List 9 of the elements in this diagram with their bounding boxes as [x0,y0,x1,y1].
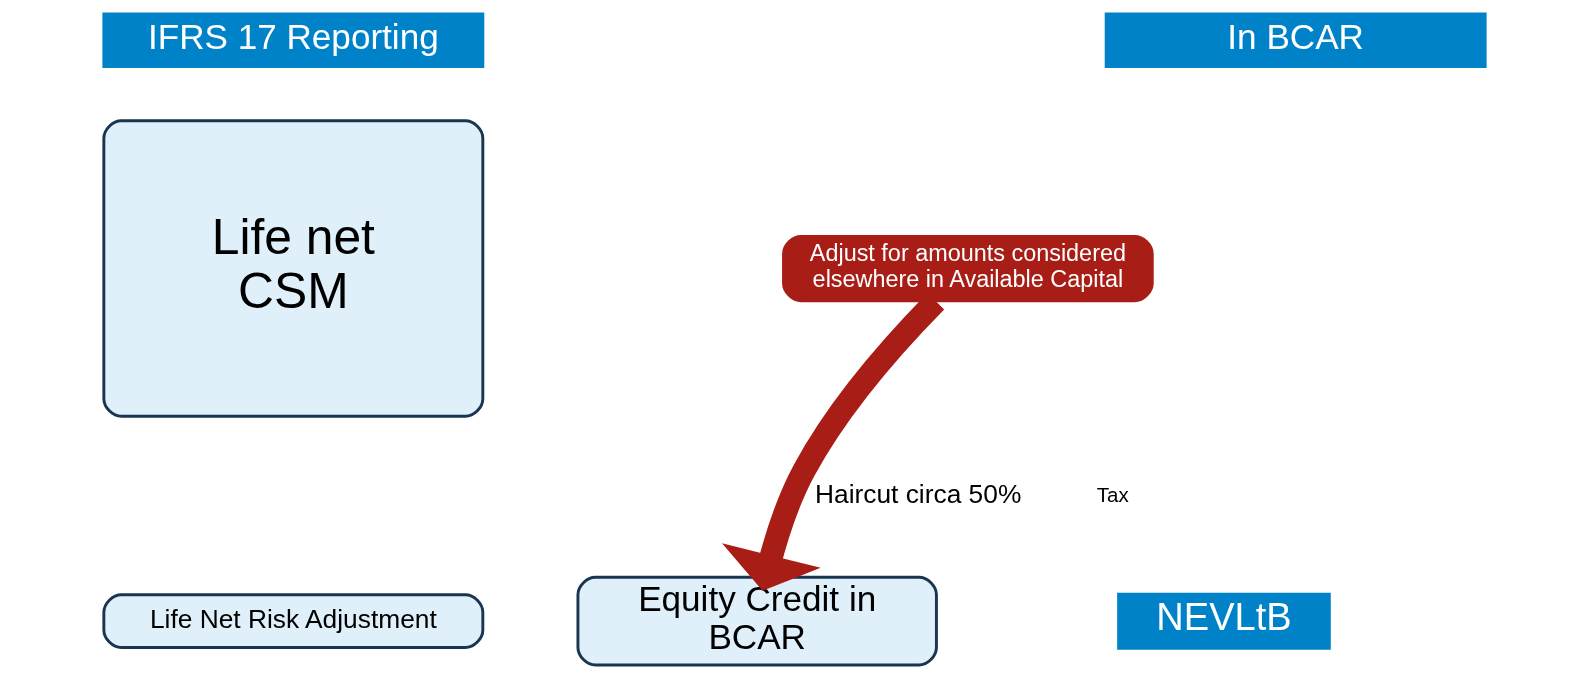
edge-label: Haircut circa 50% [814,479,1021,510]
node-box: NEVLtB [1116,592,1331,650]
node-box: Life net CSM [101,119,484,418]
node-box: Life Net Risk Adjustment [101,593,484,649]
node-box: IFRS 17 Reporting [101,12,484,69]
node-box: Equity Credit in BCAR [575,575,938,667]
label: Tax [1096,483,1129,507]
node-box: In BCAR [1104,12,1487,69]
node-box: Adjust for amounts considered elsewhere in Available Capital [781,234,1154,303]
